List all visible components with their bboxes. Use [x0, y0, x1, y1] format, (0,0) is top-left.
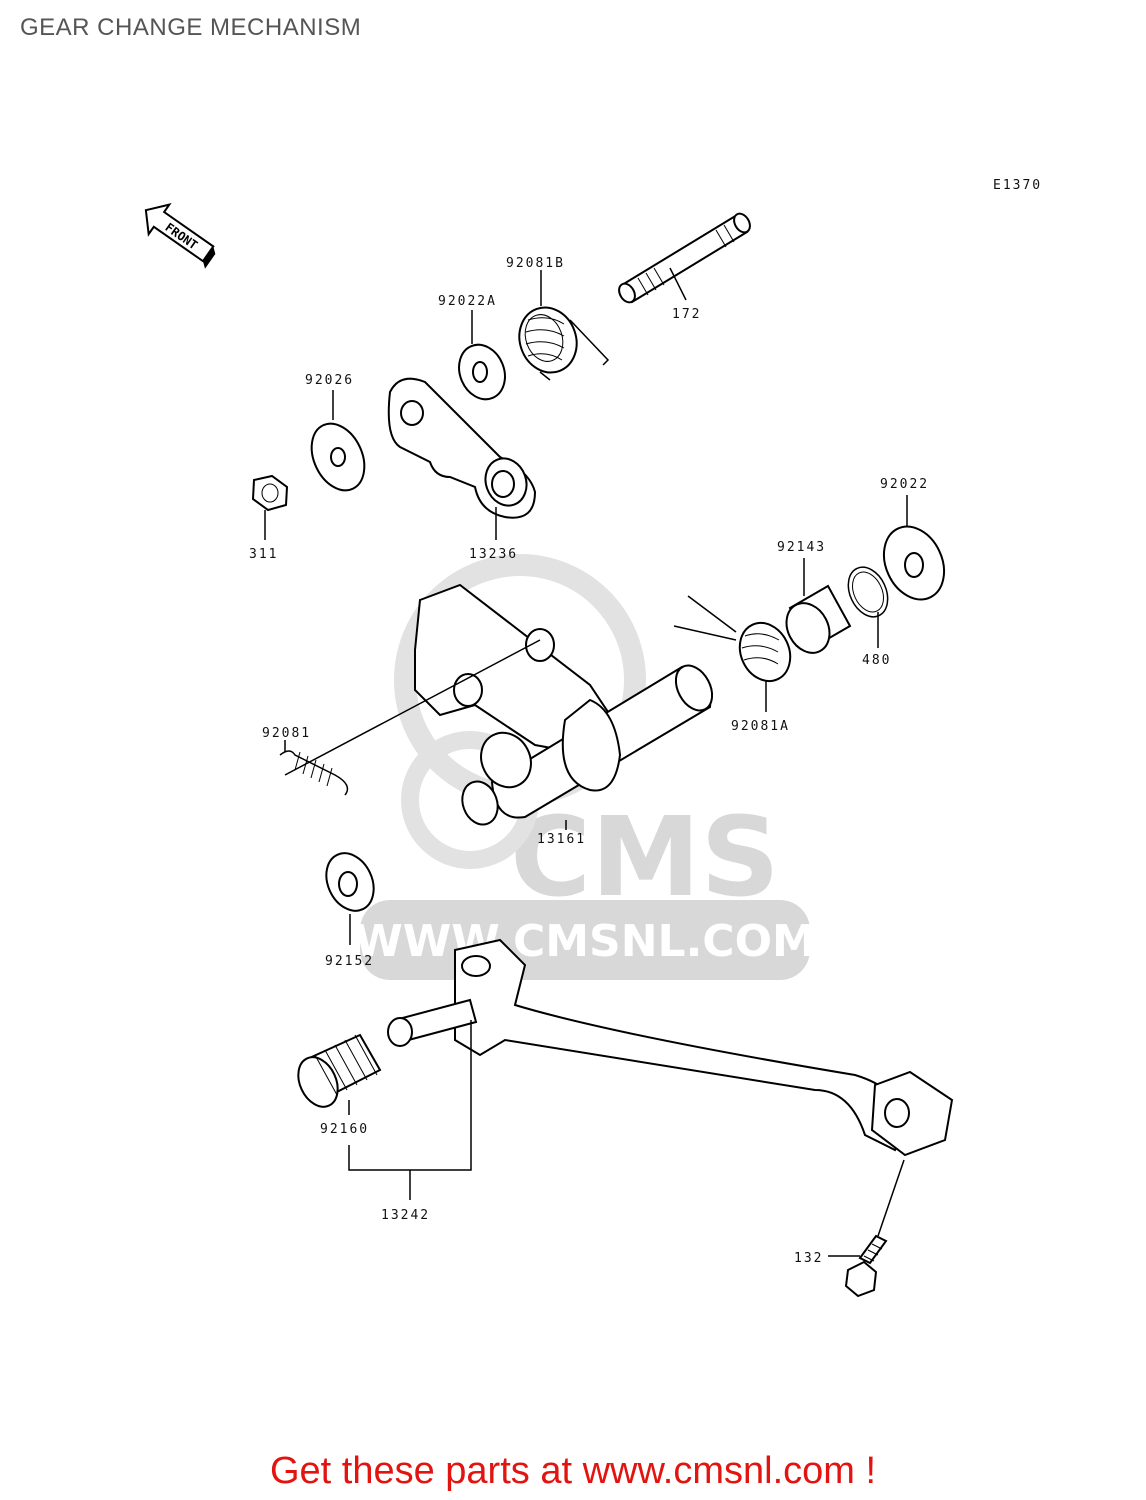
part-13161-shift-shaft — [284, 583, 714, 830]
part-92081a-spring — [673, 595, 792, 712]
watermark-logo-text: CMS — [510, 793, 779, 921]
part-311-nut — [251, 474, 289, 540]
label-92152: 92152 — [325, 954, 374, 969]
part-13236-lever — [387, 377, 537, 540]
part-132-bolt — [828, 1159, 905, 1298]
diagram-code: E1370 — [993, 178, 1042, 193]
label-92081: 92081 — [262, 726, 311, 741]
label-92081a: 92081A — [731, 719, 790, 734]
part-92022-washer — [882, 495, 946, 601]
label-13242: 13242 — [381, 1208, 430, 1223]
watermark-url: WWW.CMSNL.COM — [354, 916, 816, 967]
part-92022a-washer — [458, 310, 506, 401]
label-132: 132 — [794, 1251, 823, 1266]
label-92160: 92160 — [320, 1122, 369, 1137]
front-arrow-icon: FRONT — [144, 203, 216, 269]
part-92152-seal — [325, 852, 375, 945]
label-13236: 13236 — [469, 547, 518, 562]
label-92081b: 92081B — [506, 256, 565, 271]
label-92143: 92143 — [777, 540, 826, 555]
part-92026-washer — [310, 390, 366, 492]
label-92022: 92022 — [880, 477, 929, 492]
part-13242-pedal — [348, 938, 954, 1200]
part-480-circlip — [847, 566, 889, 648]
label-92022a: 92022A — [438, 294, 497, 309]
part-92160-rubber — [297, 1033, 382, 1115]
part-92143-collar — [785, 558, 852, 654]
label-480: 480 — [862, 653, 891, 668]
label-92026: 92026 — [305, 373, 354, 388]
label-311: 311 — [249, 547, 278, 562]
part-172-shaft — [618, 212, 751, 304]
page-title: GEAR CHANGE MECHANISM — [20, 14, 362, 41]
part-92081-spring — [279, 740, 349, 796]
label-172: 172 — [672, 307, 701, 322]
footer-promo-text: Get these parts at www.cmsnl.com ! — [269, 1450, 877, 1492]
part-92081b-spring — [518, 270, 610, 381]
label-13161: 13161 — [537, 832, 586, 847]
